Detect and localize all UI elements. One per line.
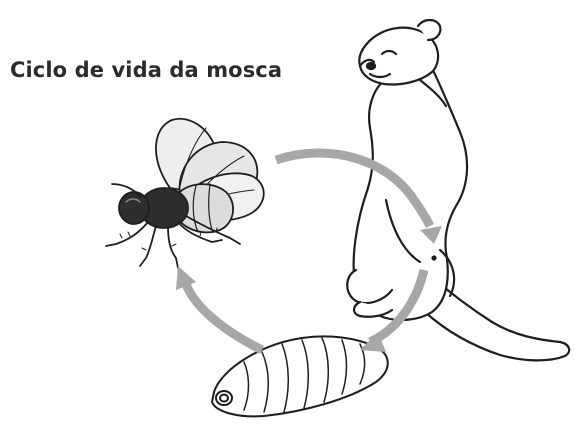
- arrow-larva-to-fly: [186, 284, 262, 350]
- ferret-icon: [347, 20, 569, 360]
- fly-icon: [106, 119, 264, 268]
- larva-icon: [212, 336, 388, 416]
